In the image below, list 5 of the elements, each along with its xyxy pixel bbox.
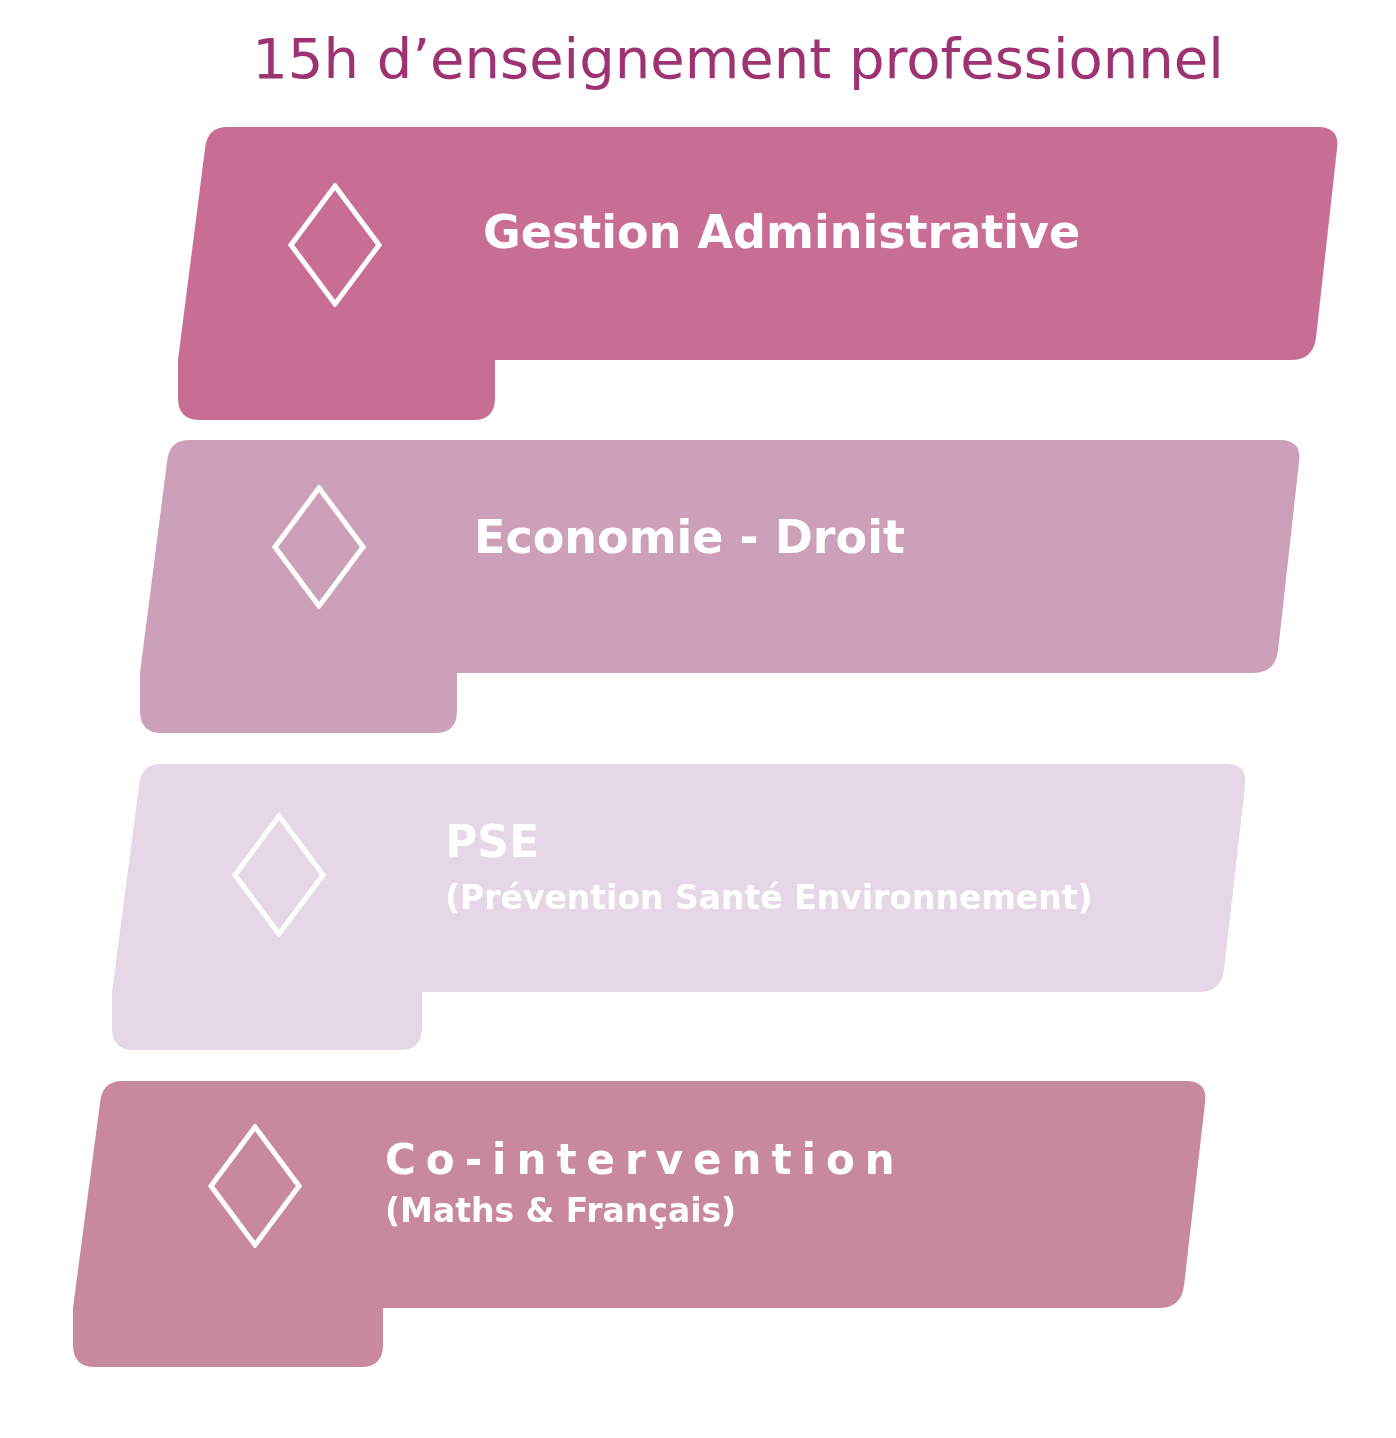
banner-heading: Co-intervention [385,1137,905,1184]
banner-subtitle: (Maths & Français) [385,1193,737,1230]
banner-heading: Gestion Administrative [483,207,1081,258]
banner-heading: Economie - Droit [474,512,905,563]
heading: 15h d’enseignement professionnel [251,26,1225,91]
